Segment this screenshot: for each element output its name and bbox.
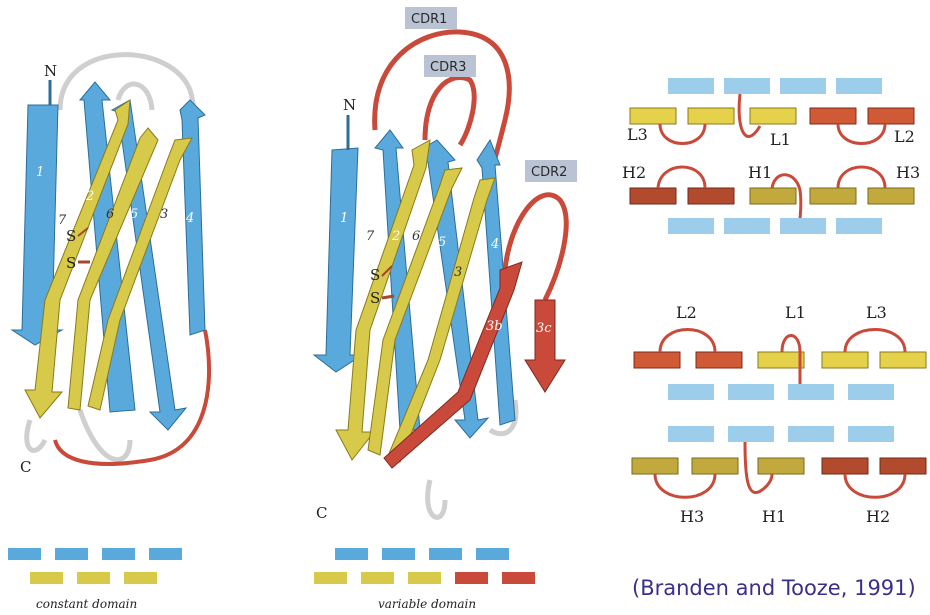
cdr2-label: CDR2 <box>531 165 567 180</box>
constant-disulfide-s1: S <box>66 227 76 245</box>
cdr1-label: CDR1 <box>411 12 447 27</box>
topology-bottom-label-h1: H1 <box>762 507 786 526</box>
topology-top-label-h2: H2 <box>622 163 646 182</box>
strand-label-4: 4 <box>185 211 194 226</box>
strand-label-7: 7 <box>58 213 67 228</box>
topology-top-label-l2: L2 <box>894 127 915 146</box>
topology-bottom-label-h2: H2 <box>866 507 890 526</box>
topology-top-label-h1: H1 <box>748 163 772 182</box>
topology-top-label-h3: H3 <box>896 163 920 182</box>
constant-c-terminus: C <box>20 458 31 476</box>
v-strand-label-1: 1 <box>340 211 348 226</box>
topology-top-label-l3: L3 <box>627 125 648 144</box>
topology-bottom-label-l2: L2 <box>676 303 697 322</box>
topology-top: L3 L1 L2 H2 H1 H3 <box>622 78 920 234</box>
v-strand-label-6: 6 <box>412 229 420 244</box>
v-strand-label-3b: 3b <box>486 319 503 334</box>
v-strand-label-4: 4 <box>490 237 499 252</box>
constant-disulfide-s2: S <box>66 254 76 272</box>
constant-bottom-loop <box>27 410 130 460</box>
topology-bottom-label-l3: L3 <box>866 303 887 322</box>
v-strand-label-7: 7 <box>366 229 375 244</box>
variable-c-terminus: C <box>316 504 327 522</box>
constant-domain-caption: constant domain <box>36 597 137 611</box>
constant-domain-ribbon: 1 2 3 4 5 6 7 N C S S <box>12 55 209 476</box>
topology-top-label-l1: L1 <box>770 130 791 149</box>
strand-label-5: 5 <box>130 207 138 222</box>
topology-bottom: L2 L1 L3 H3 H1 H2 <box>632 303 926 526</box>
constant-domain-legend <box>8 548 182 584</box>
v-strand-label-3c: 3c <box>536 321 552 336</box>
citation: (Branden and Tooze, 1991) <box>632 576 916 600</box>
variable-domain-legend <box>314 548 535 584</box>
topology-bottom-label-l1: L1 <box>785 303 806 322</box>
v-strand-label-3: 3 <box>454 265 462 280</box>
strand-label-2: 2 <box>85 189 94 204</box>
strand-label-3: 3 <box>160 207 168 222</box>
variable-domain-ribbon: 1 2 3 4 5 6 7 3b 3c N C S S CDR1 CDR3 CD… <box>314 7 577 522</box>
variable-domain-caption: variable domain <box>378 597 476 611</box>
v-strand-3c <box>525 300 565 392</box>
constant-n-terminus: N <box>44 62 57 80</box>
strand-label-1: 1 <box>36 165 44 180</box>
variable-disulfide-s2: S <box>370 289 380 307</box>
v-strand-label-5: 5 <box>438 235 446 250</box>
cdr3-label: CDR3 <box>430 60 466 75</box>
variable-disulfide-s1: S <box>370 266 380 284</box>
strand-label-6: 6 <box>106 207 114 222</box>
variable-n-terminus: N <box>343 96 356 114</box>
v-strand-label-2: 2 <box>391 229 400 244</box>
v-strand-1 <box>314 148 362 372</box>
cdr3-loop <box>425 78 474 146</box>
topology-bottom-label-h3: H3 <box>680 507 704 526</box>
